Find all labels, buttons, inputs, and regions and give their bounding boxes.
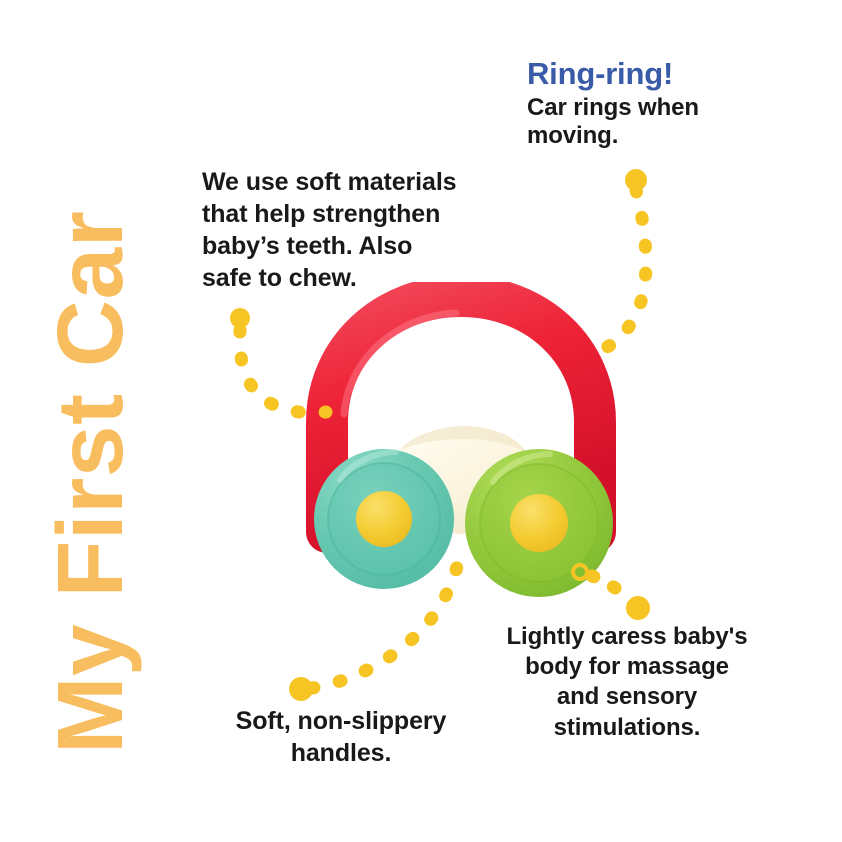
callout-massage: Lightly caress baby's body for massage a… <box>477 622 777 743</box>
connector-massage-dot <box>626 596 650 620</box>
callout-handles-line-1: Soft, non-slippery <box>235 707 447 735</box>
callout-ring-heading: Ring-ring! <box>527 56 674 91</box>
callout-massage-line-3: and sensory <box>556 683 698 711</box>
connector-materials-dot <box>230 308 250 328</box>
callout-handles-line-2: handles. <box>290 738 392 767</box>
page-title: My First Car <box>0 0 180 842</box>
callout-massage-line-1: Lightly caress baby's <box>506 623 748 650</box>
page-title-text: My First Car <box>37 210 142 754</box>
product-red-handle <box>306 274 616 553</box>
callout-materials-line-3: baby’s teeth. Also <box>202 232 413 260</box>
green-wheel-hub <box>510 494 568 552</box>
callout-materials-line-2: that help strengthen <box>202 200 441 228</box>
connector-ring-dot <box>625 169 647 191</box>
callout-massage-line-2: body for massage <box>525 653 729 681</box>
callout-materials-line-4: safe to chew. <box>202 264 357 292</box>
callout-handles: Soft, non-slippery handles. <box>196 706 486 769</box>
product-illustration <box>296 274 626 602</box>
callout-ring-line-2: moving. <box>527 122 619 150</box>
product-green-wheel <box>465 449 613 597</box>
product-teal-wheel <box>314 449 454 589</box>
callout-materials-line-1: We use soft materials <box>202 168 457 196</box>
teal-wheel-hub <box>356 491 412 547</box>
callout-ring-line-1: Car rings when <box>527 93 699 121</box>
callout-materials: We use soft materials that help strength… <box>202 166 492 294</box>
callout-massage-line-4: stimulations. <box>553 713 701 741</box>
connector-handles-dot <box>289 677 313 701</box>
callout-ring: Ring-ring! Car rings when moving. <box>527 56 787 151</box>
